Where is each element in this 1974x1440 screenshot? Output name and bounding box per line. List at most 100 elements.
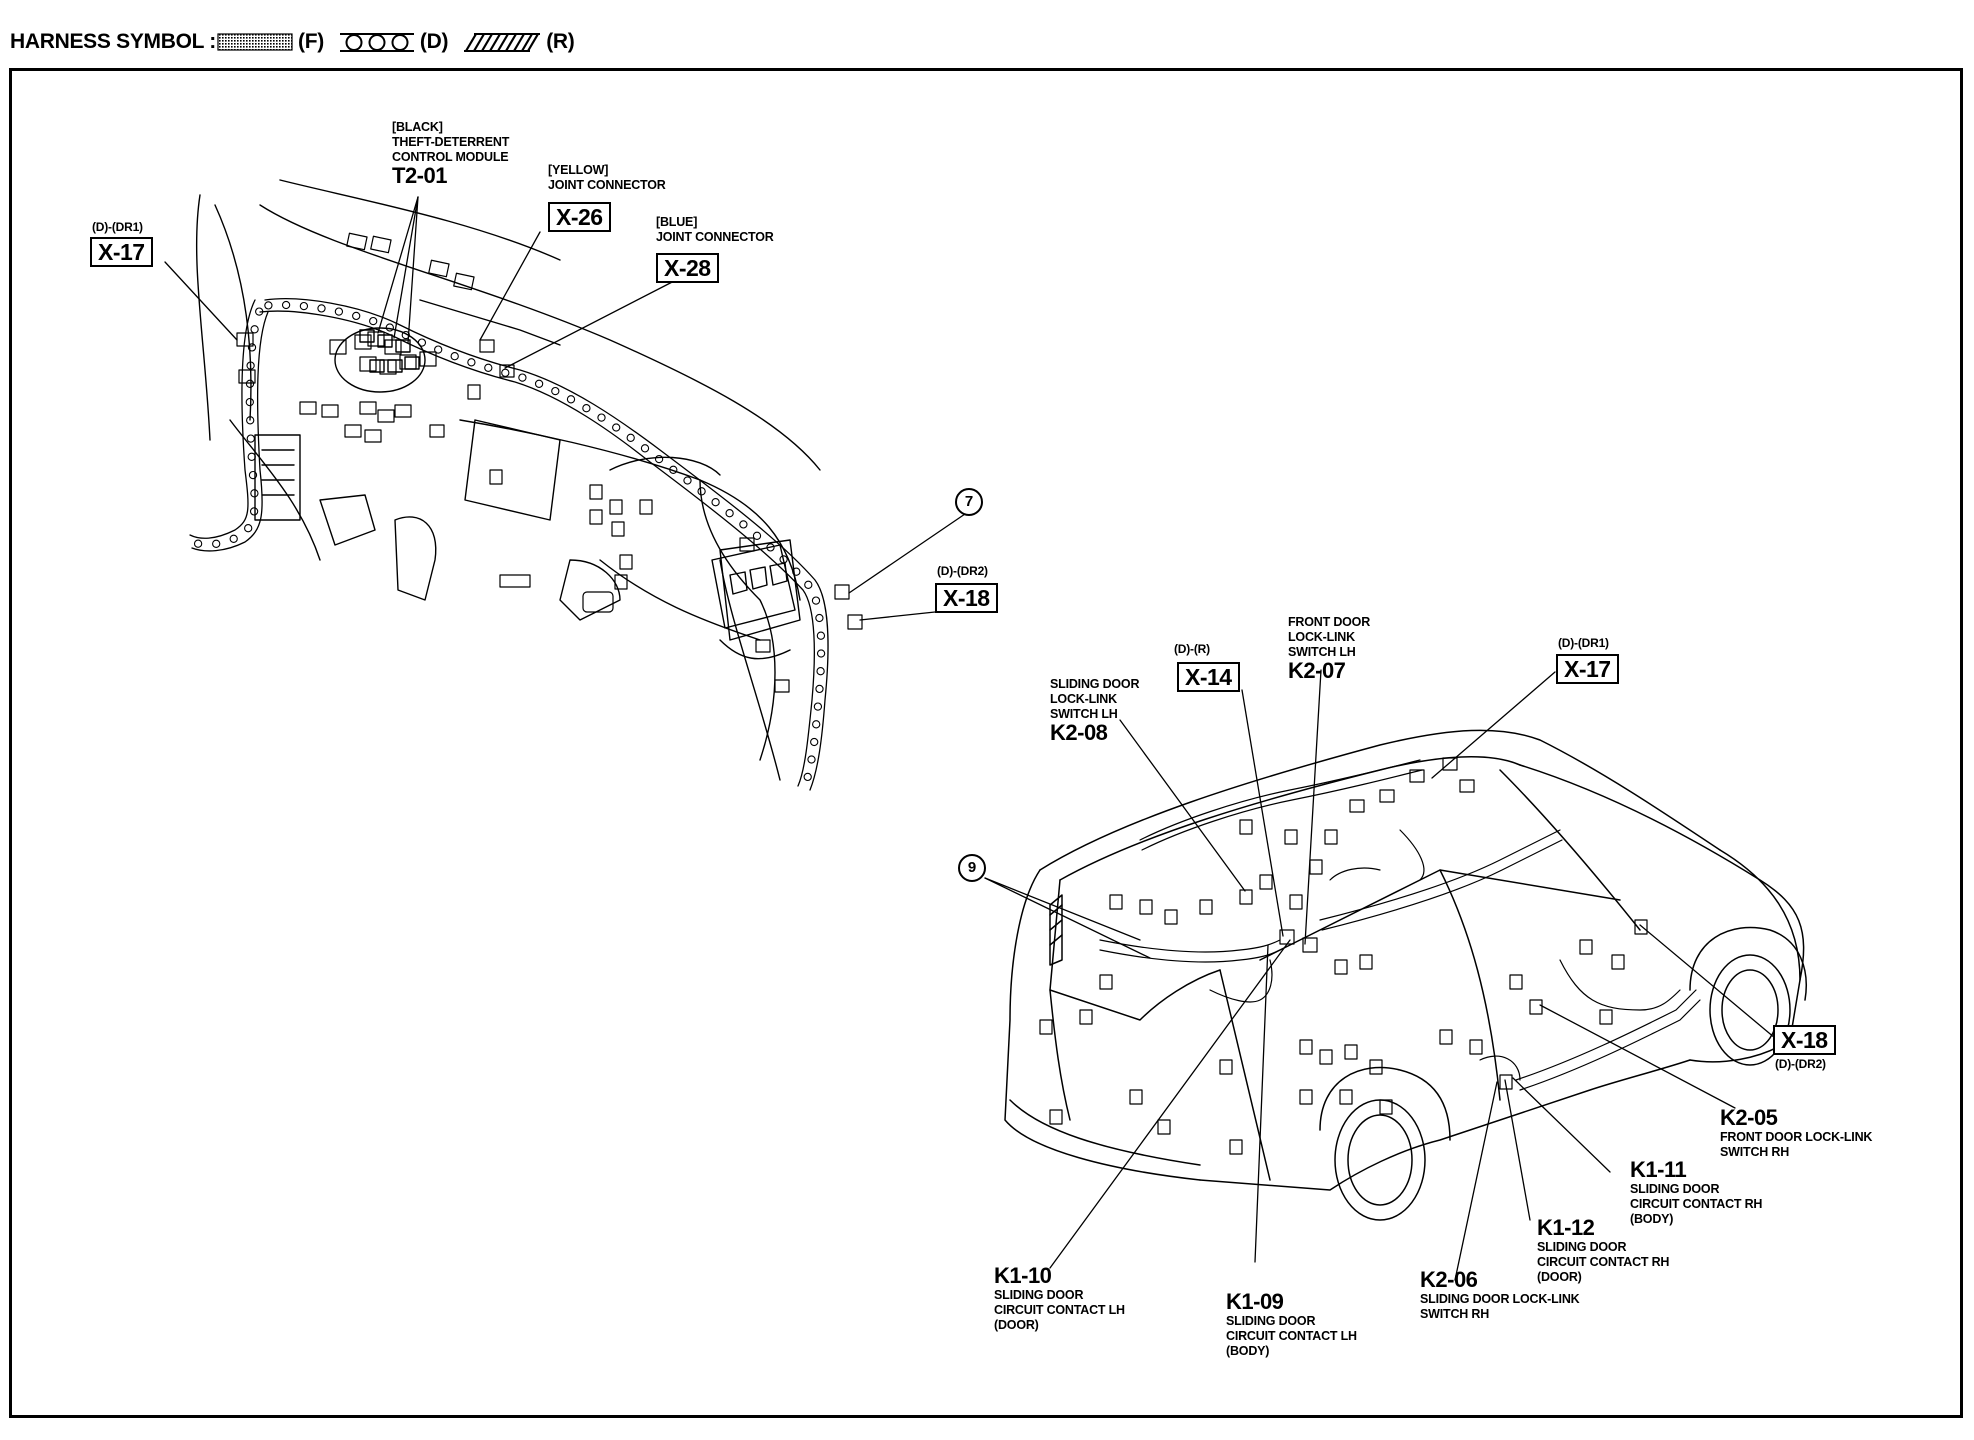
harness-chain-link bbox=[640, 444, 650, 453]
k1-12-label: K1-12 SLIDING DOOR CIRCUIT CONTACT RH (D… bbox=[1537, 1215, 1670, 1284]
harness-chain-link bbox=[697, 487, 706, 496]
legend-code-f: (F) bbox=[298, 30, 324, 53]
harness-chain-link bbox=[434, 345, 443, 354]
harness-chain-link bbox=[352, 311, 361, 321]
k1-12-line1: SLIDING DOOR bbox=[1537, 1240, 1627, 1255]
harness-chain-link bbox=[193, 539, 203, 548]
t2-01-line2: CONTROL MODULE bbox=[392, 149, 509, 164]
k1-10-label: K1-10 SLIDING DOOR CIRCUIT CONTACT LH (D… bbox=[994, 1263, 1125, 1332]
harness-chain-link bbox=[248, 470, 258, 480]
k2-05-line1: FRONT DOOR LOCK-LINK bbox=[1720, 1130, 1873, 1145]
dash-x-17-code-box: X-17 bbox=[90, 237, 153, 267]
harness-chain-link bbox=[250, 489, 259, 498]
x-28-color: [BLUE] bbox=[656, 215, 698, 229]
k2-07-label: FRONT DOOR LOCK-LINK SWITCH LH K2-07 bbox=[1288, 615, 1370, 683]
k1-11-line2: CIRCUIT CONTACT RH bbox=[1630, 1196, 1763, 1211]
k2-06-code: K2-06 bbox=[1420, 1267, 1478, 1292]
t2-01-line1: THEFT-DETERRENT bbox=[392, 134, 510, 149]
harness-chain-link bbox=[816, 667, 825, 676]
harness-chain-link bbox=[334, 307, 344, 316]
harness-chain-link bbox=[804, 580, 813, 589]
harness-chain-link bbox=[815, 684, 824, 694]
k2-06-line1: SLIDING DOOR LOCK-LINK bbox=[1420, 1292, 1580, 1307]
k1-12-code: K1-12 bbox=[1537, 1215, 1595, 1240]
k2-08-label: SLIDING DOOR LOCK-LINK SWITCH LH K2-08 bbox=[1050, 677, 1139, 745]
x-26-code-box: X-26 bbox=[548, 202, 611, 232]
harness-chain-link bbox=[792, 567, 801, 576]
body-x-18-tag: (D)-(DR2) bbox=[1775, 1057, 1826, 1071]
harness-chain-link bbox=[711, 498, 720, 507]
harness-chain-link bbox=[654, 454, 664, 464]
k1-09-code: K1-09 bbox=[1226, 1289, 1284, 1314]
harness-chain-link bbox=[467, 358, 476, 367]
k2-06-line2: SWITCH RH bbox=[1420, 1306, 1490, 1321]
harness-chain-link bbox=[810, 737, 819, 747]
body-x-17-tag: (D)-(DR1) bbox=[1558, 636, 1609, 650]
harness-chain-link bbox=[246, 361, 255, 370]
harness-chain-link bbox=[779, 555, 788, 564]
harness-chain-link bbox=[369, 316, 378, 326]
k1-09-line2: CIRCUIT CONTACT LH bbox=[1226, 1328, 1357, 1343]
k2-08-line3: SWITCH LH bbox=[1050, 706, 1118, 721]
harness-chain-link bbox=[229, 534, 238, 543]
harness-chain-link bbox=[212, 539, 221, 548]
k1-09-label: K1-09 SLIDING DOOR CIRCUIT CONTACT LH (B… bbox=[1226, 1289, 1357, 1358]
x-14-tag: (D)-(R) bbox=[1174, 642, 1210, 656]
harness-chain-link bbox=[247, 452, 256, 461]
vehicle-body-outline bbox=[1004, 729, 1807, 1221]
harness-chain-link bbox=[518, 373, 527, 382]
harness-chain-link bbox=[249, 507, 259, 516]
harness-chain-link bbox=[612, 423, 621, 432]
x-28-line1: JOINT CONNECTOR bbox=[656, 229, 774, 244]
k1-10-line1: SLIDING DOOR bbox=[994, 1288, 1084, 1303]
harness-chain-link bbox=[551, 386, 560, 396]
k1-12-line3: (DOOR) bbox=[1537, 1269, 1582, 1284]
k1-09-line3: (BODY) bbox=[1226, 1343, 1270, 1358]
diagonal-hatch-swatch bbox=[464, 33, 541, 52]
k1-10-line2: CIRCUIT CONTACT LH bbox=[994, 1302, 1125, 1317]
harness-chain-link bbox=[245, 397, 254, 407]
body-harness bbox=[1099, 759, 1701, 1091]
harness-chain-link bbox=[766, 543, 775, 552]
k1-11-label: K1-11 SLIDING DOOR CIRCUIT CONTACT RH (B… bbox=[1630, 1157, 1763, 1226]
body-connectors bbox=[1039, 757, 1648, 1155]
k2-06-label: K2-06 SLIDING DOOR LOCK-LINK SWITCH RH bbox=[1420, 1267, 1580, 1322]
k1-12-line2: CIRCUIT CONTACT RH bbox=[1537, 1254, 1670, 1269]
k2-08-code: K2-08 bbox=[1050, 720, 1108, 746]
harness-chain-link bbox=[815, 613, 824, 623]
harness-chain-link bbox=[244, 524, 253, 533]
legend-code-r: (R) bbox=[546, 30, 575, 53]
harness-chain-link bbox=[317, 304, 326, 313]
harness-chain-link bbox=[534, 379, 544, 388]
harness-chain-link bbox=[816, 631, 826, 640]
harness-chain-link bbox=[725, 509, 734, 518]
harness-chain-link bbox=[566, 395, 576, 404]
callout-7: 7 bbox=[955, 488, 983, 516]
harness-chain-link bbox=[264, 301, 273, 310]
harness-chain-link bbox=[501, 368, 510, 377]
x-28-label: [BLUE] JOINT CONNECTOR bbox=[656, 215, 774, 245]
body-x-18-code-box: X-18 bbox=[1773, 1025, 1836, 1055]
harness-chain-link bbox=[582, 404, 591, 413]
harness-chain-link bbox=[807, 755, 816, 764]
x-26-label: [YELLOW] JOINT CONNECTOR bbox=[548, 163, 666, 193]
legend-code-d: (D) bbox=[419, 30, 449, 53]
harness-chain-link bbox=[246, 434, 255, 443]
harness-chain-link bbox=[246, 416, 255, 425]
harness-chain-link bbox=[816, 649, 826, 658]
harness-chain-link bbox=[739, 520, 748, 529]
theft-deterrent-module-cluster bbox=[334, 327, 426, 393]
harness-chain-link bbox=[250, 325, 259, 334]
k2-07-line1: FRONT DOOR bbox=[1288, 615, 1371, 629]
k2-07-line3: SWITCH LH bbox=[1288, 644, 1356, 659]
harness-chain-link bbox=[484, 363, 493, 372]
harness-chain-link bbox=[597, 413, 606, 422]
t2-01-code: T2-01 bbox=[392, 163, 447, 189]
dashboard-harness bbox=[189, 298, 829, 791]
hvac-unit bbox=[711, 544, 796, 629]
harness-chain-link bbox=[450, 352, 459, 361]
harness-chain-link bbox=[683, 476, 692, 485]
harness-chain-link bbox=[245, 379, 255, 388]
k2-07-code: K2-07 bbox=[1288, 658, 1346, 684]
